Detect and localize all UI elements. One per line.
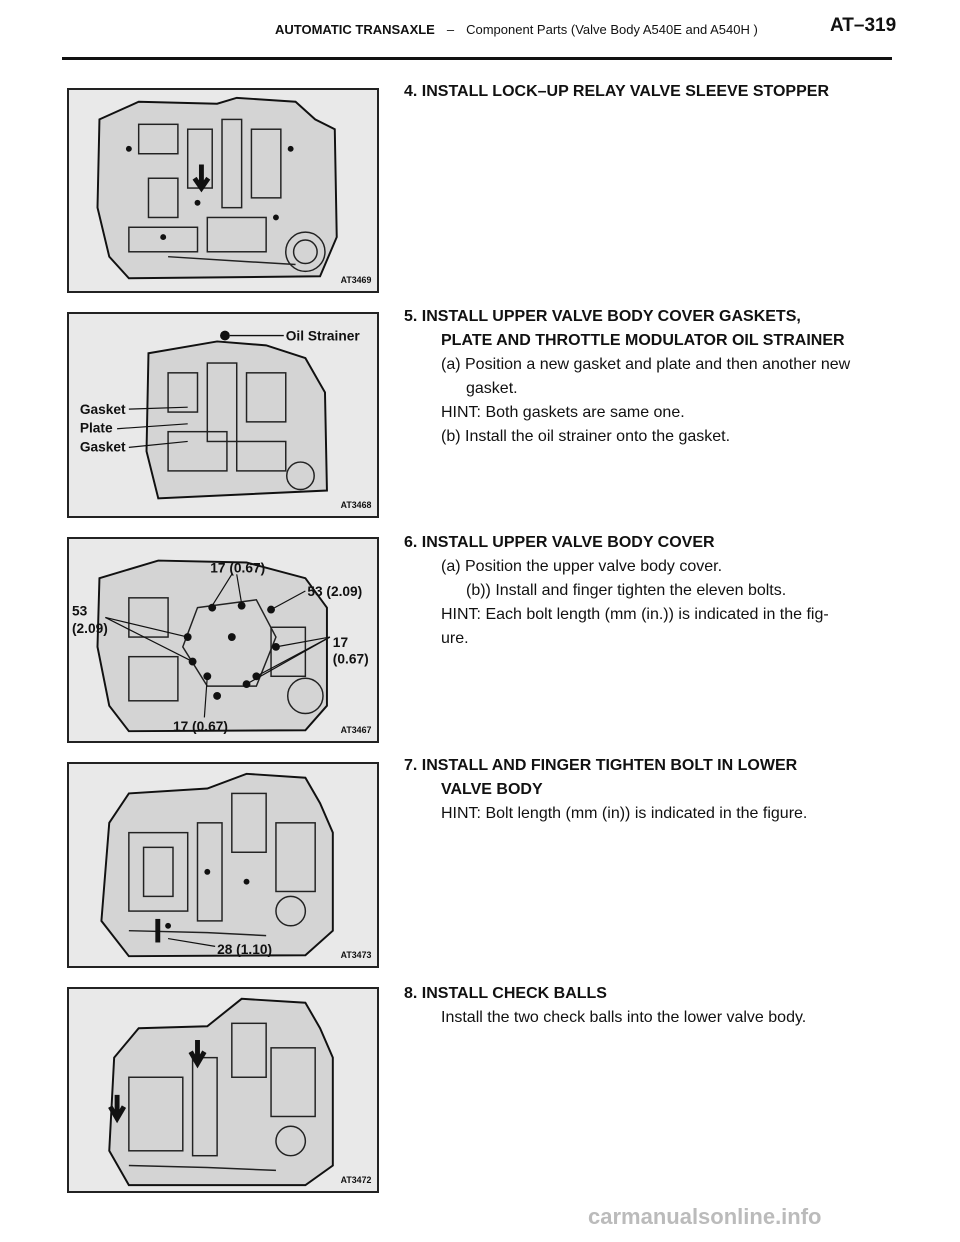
step-line: (a) Position the upper valve body cover. <box>441 558 723 575</box>
step-heading-cont: PLATE AND THROTTLE MODULATOR OIL STRAINE… <box>441 332 845 349</box>
step-line: (a) Position a new gasket and plate and … <box>441 356 851 373</box>
figure-gaskets-plate-strainer: Oil Strainer Gasket Plate Gasket AT3468 <box>67 312 379 518</box>
step-heading: 8. INSTALL CHECK BALLS <box>404 985 607 1002</box>
step-heading: 4. INSTALL LOCK–UP RELAY VALVE SLEEVE ST… <box>404 83 829 100</box>
figure-lower-valve-bolt: 28 (1.10) AT3473 <box>67 762 379 968</box>
figure-upper-cover-bolts: 17 (0.67) 53 (2.09) 53 (2.09) 17 (0.67) … <box>67 537 379 743</box>
step-heading: 7. INSTALL AND FINGER TIGHTEN BOLT IN LO… <box>404 757 798 774</box>
gasket-label: Gasket <box>80 439 126 454</box>
step-6: 6. INSTALL UPPER VALVE BODY COVER (a) Po… <box>404 531 829 651</box>
oil-strainer-label: Oil Strainer <box>286 328 361 343</box>
arrow-icon <box>108 1094 127 1124</box>
figure-check-balls: AT3472 <box>67 987 379 1193</box>
bolt-label-17: 17 (0.67) <box>210 560 265 575</box>
figure-code: AT3467 <box>341 725 372 735</box>
bolt-label-53: 53 (2.09) <box>307 584 362 599</box>
section-subtitle: Component Parts (Valve Body A540E and A5… <box>466 22 758 37</box>
bolt-label-17: 17 (0.67) <box>173 719 228 734</box>
bolt-label-53-in: (2.09) <box>72 621 108 636</box>
step-5: 5. INSTALL UPPER VALVE BODY COVER GASKET… <box>404 305 850 449</box>
bolt-label-28: 28 (1.10) <box>217 942 272 957</box>
bolt-label-17-mm: 17 <box>333 635 349 650</box>
figure-valve-body-stopper: AT3469 <box>67 88 379 293</box>
step-line: (b)) Install and finger tighten the elev… <box>466 582 787 599</box>
section-title: AUTOMATIC TRANSAXLE <box>275 22 435 37</box>
watermark: carmanualsonline.info <box>588 1204 822 1229</box>
plate-label: Plate <box>80 421 113 436</box>
hint-line: HINT: Both gaskets are same one. <box>441 404 685 421</box>
oil-strainer-marker <box>220 330 230 341</box>
hint-line: ure. <box>441 630 469 647</box>
step-line: (b) Install the oil strainer onto the ga… <box>441 428 731 445</box>
step-4: 4. INSTALL LOCK–UP RELAY VALVE SLEEVE ST… <box>404 80 829 104</box>
valve-body-drawing: 28 (1.10) AT3473 <box>100 772 372 960</box>
step-heading: 6. INSTALL UPPER VALVE BODY COVER <box>404 534 715 551</box>
arrow-icon <box>188 1039 207 1069</box>
figure-code: AT3473 <box>341 950 372 960</box>
bolt-label-17-in: (0.67) <box>333 652 369 667</box>
step-8: 8. INSTALL CHECK BALLS Install the two c… <box>404 982 806 1030</box>
step-heading: 5. INSTALL UPPER VALVE BODY COVER GASKET… <box>404 308 801 325</box>
page-number: AT–319 <box>830 15 897 36</box>
valve-body-drawing: Oil Strainer Gasket Plate Gasket AT3468 <box>80 328 372 510</box>
figure-code: AT3472 <box>341 1175 372 1185</box>
step-line: gasket. <box>466 380 518 397</box>
valve-body-drawing: AT3472 <box>108 997 372 1187</box>
valve-body-drawing: AT3469 <box>96 96 372 285</box>
valve-body-drawing: 17 (0.67) 53 (2.09) 53 (2.09) 17 (0.67) … <box>72 559 372 735</box>
step-heading-cont: VALVE BODY <box>441 781 543 798</box>
running-header: AUTOMATIC TRANSAXLE–Component Parts (Val… <box>275 22 758 37</box>
bolt-mark <box>155 918 161 943</box>
hint-line: HINT: Bolt length (mm (in)) is indicated… <box>441 805 808 822</box>
figure-code: AT3469 <box>341 275 372 285</box>
step-7: 7. INSTALL AND FINGER TIGHTEN BOLT IN LO… <box>404 754 807 826</box>
header-separator: – <box>446 22 455 37</box>
step-line: Install the two check balls into the low… <box>441 1009 807 1026</box>
bolt-label-53-mm: 53 <box>72 603 88 618</box>
gasket-label: Gasket <box>80 402 126 417</box>
hint-line: HINT: Each bolt length (mm (in.)) is ind… <box>441 606 829 623</box>
header-rule <box>62 57 892 60</box>
figure-code: AT3468 <box>341 500 372 510</box>
